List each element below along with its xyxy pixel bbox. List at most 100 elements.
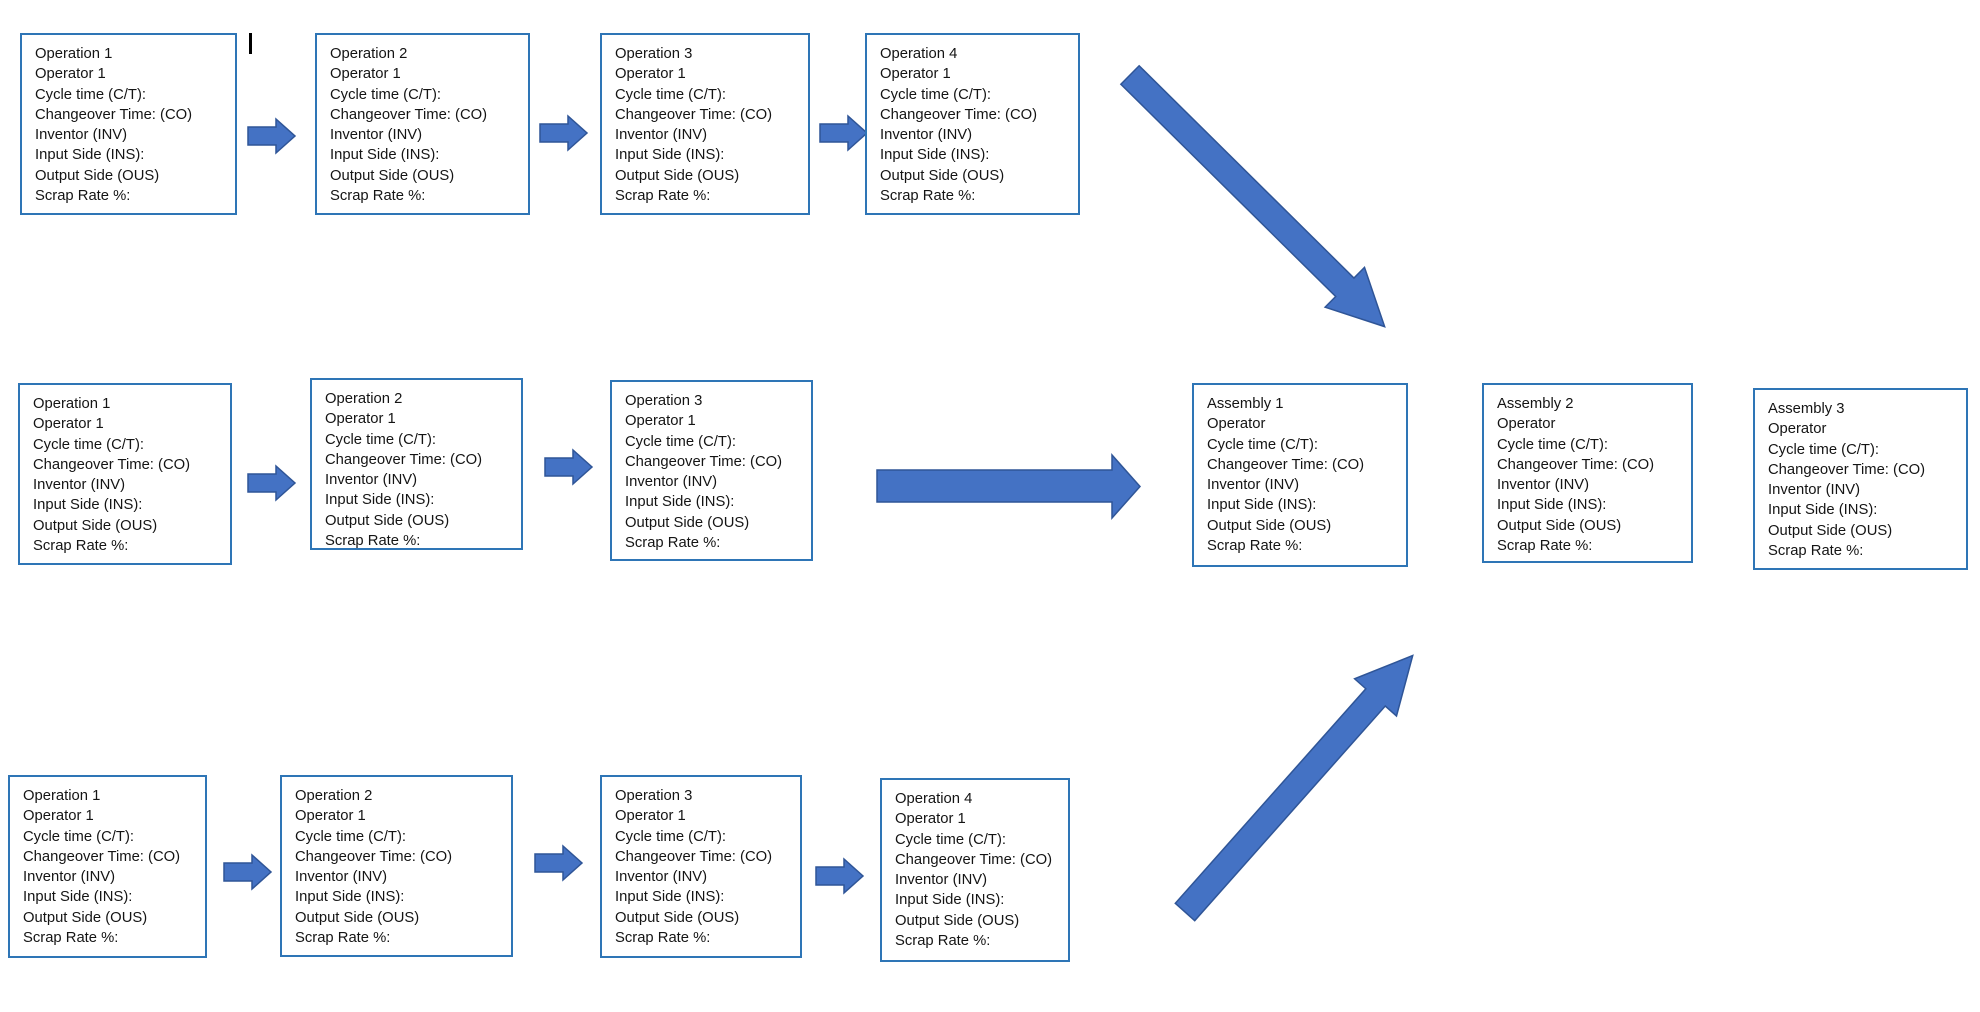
box-line: Assembly 2 (1497, 396, 1574, 412)
box-line: Output Side (OUS) (325, 512, 450, 529)
box-line: Scrap Rate %: (880, 188, 976, 205)
box-line: Inventor (INV) (615, 127, 708, 144)
box-line: Input Side (INS): (615, 147, 725, 164)
box-line: Input Side (INS): (1768, 502, 1878, 519)
box-line: Cycle time (C/T): (1768, 441, 1879, 458)
box-line: Inventor (INV) (330, 127, 423, 144)
box-line: Scrap Rate %: (33, 538, 129, 555)
box-line: Cycle time (C/T): (1207, 436, 1318, 453)
box-line: Cycle time (C/T): (615, 828, 726, 845)
arrow-row3-to-assembly[interactable] (1160, 630, 1460, 930)
box-line: Inventor (INV) (1768, 482, 1861, 499)
box-line: Output Side (OUS) (33, 517, 158, 534)
box-line: Operator (1207, 416, 1266, 433)
arrow-row3-op2-op3[interactable] (534, 844, 584, 882)
box-line: Output Side (OUS) (615, 909, 740, 926)
up-right-arrow-icon (1174, 654, 1414, 922)
box-line: Changeover Time: (CO) (23, 848, 181, 865)
box-line: Changeover Time: (CO) (325, 451, 483, 468)
box-line: Output Side (OUS) (295, 909, 420, 926)
box-line: Changeover Time: (CO) (1497, 456, 1655, 473)
arrow-row1-op2-op3[interactable] (539, 114, 589, 152)
box-line: Inventor (INV) (625, 474, 718, 491)
box-line: Operator 1 (880, 66, 951, 83)
box-line: Operator 1 (33, 416, 104, 433)
box-line: Operation 2 (330, 46, 408, 62)
box-line: Input Side (INS): (33, 497, 143, 514)
box-line: Inventor (INV) (1497, 477, 1590, 494)
right-arrow-icon (247, 464, 297, 502)
box-line: Input Side (INS): (625, 494, 735, 511)
box-line: Output Side (OUS) (23, 909, 148, 926)
box-line: Operation 1 (35, 46, 113, 62)
box-line: Output Side (OUS) (880, 167, 1005, 184)
box-line: Scrap Rate %: (295, 930, 391, 947)
box-line: Operation 4 (880, 46, 958, 62)
arrow-row1-op3-op4[interactable] (819, 114, 869, 152)
box-line: Cycle time (C/T): (33, 436, 144, 453)
box-line: Cycle time (C/T): (615, 86, 726, 103)
box-line: Scrap Rate %: (23, 930, 119, 947)
box-line: Output Side (OUS) (1768, 522, 1893, 539)
arrow-row3-op1-op2[interactable] (223, 853, 273, 891)
arrow-row2-op2-op3[interactable] (544, 448, 594, 486)
box-line: Operation 3 (615, 46, 693, 62)
box-line: Operator 1 (615, 808, 686, 825)
box-line: Inventor (INV) (615, 869, 708, 886)
box-line: Output Side (OUS) (625, 514, 750, 531)
box-line: Output Side (OUS) (615, 167, 740, 184)
box-line: Scrap Rate %: (325, 533, 421, 550)
right-arrow-icon (815, 857, 865, 895)
box-line: Inventor (INV) (23, 869, 116, 886)
box-line: Operator 1 (325, 411, 396, 428)
box-line: Inventor (INV) (295, 869, 388, 886)
box-line: Scrap Rate %: (1497, 538, 1593, 555)
box-line: Input Side (INS): (35, 147, 145, 164)
arrow-row1-op1-op2[interactable] (247, 117, 297, 155)
box-line: Assembly 1 (1207, 396, 1284, 412)
right-arrow-icon (539, 114, 589, 152)
box-line: Operator 1 (330, 66, 401, 83)
box-line: Inventor (INV) (35, 127, 128, 144)
box-line: Changeover Time: (CO) (615, 106, 773, 123)
arrow-row3-op3-op4[interactable] (815, 857, 865, 895)
box-line: Input Side (INS): (325, 492, 435, 509)
arrow-row1-to-assembly[interactable] (1119, 64, 1450, 375)
box-line: Operator 1 (35, 66, 106, 83)
box-line: Scrap Rate %: (625, 535, 721, 552)
box-line: Output Side (OUS) (1497, 517, 1622, 534)
box-line: Output Side (OUS) (895, 912, 1020, 929)
box-line: Cycle time (C/T): (1497, 436, 1608, 453)
box-line: Cycle time (C/T): (625, 433, 736, 450)
box-line: Inventor (INV) (895, 872, 988, 889)
box-line: Changeover Time: (CO) (295, 848, 453, 865)
box-line: Scrap Rate %: (615, 930, 711, 947)
box-line: Operator 1 (625, 413, 696, 430)
arrow-row2-op1-op2[interactable] (247, 464, 297, 502)
box-line: Cycle time (C/T): (325, 431, 436, 448)
box-line: Operator (1497, 416, 1556, 433)
box-line: Changeover Time: (CO) (615, 848, 773, 865)
box-line: Scrap Rate %: (35, 188, 131, 205)
box-line: Scrap Rate %: (615, 188, 711, 205)
box-line: Operation 4 (895, 791, 973, 807)
right-arrow-icon (876, 453, 1142, 520)
arrow-row2-to-assembly[interactable] (876, 453, 1142, 520)
right-arrow-icon (534, 844, 584, 882)
box-line: Scrap Rate %: (895, 933, 991, 950)
